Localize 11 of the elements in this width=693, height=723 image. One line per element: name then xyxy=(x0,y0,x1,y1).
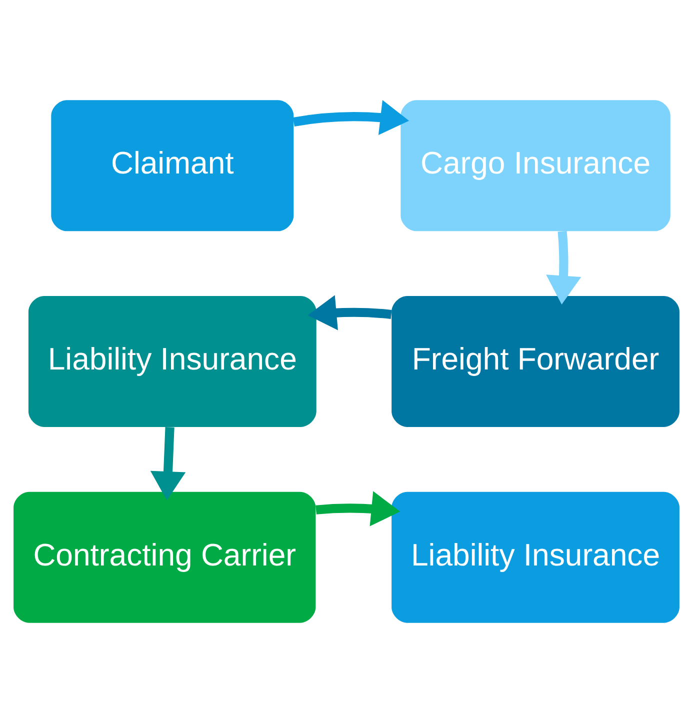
arrow xyxy=(316,491,400,526)
arrow xyxy=(546,230,582,304)
arrow xyxy=(308,295,392,330)
arrow xyxy=(150,426,186,500)
node-box: Contracting Carrier xyxy=(14,492,316,623)
node-box: Liability Insurance xyxy=(28,296,316,427)
node-box: Cargo Insurance xyxy=(400,100,670,232)
arrow xyxy=(292,100,410,135)
node-box: Freight Forwarder xyxy=(392,296,680,427)
node-box: Liability Insurance xyxy=(392,492,680,623)
node-box: Claimant xyxy=(51,100,294,232)
